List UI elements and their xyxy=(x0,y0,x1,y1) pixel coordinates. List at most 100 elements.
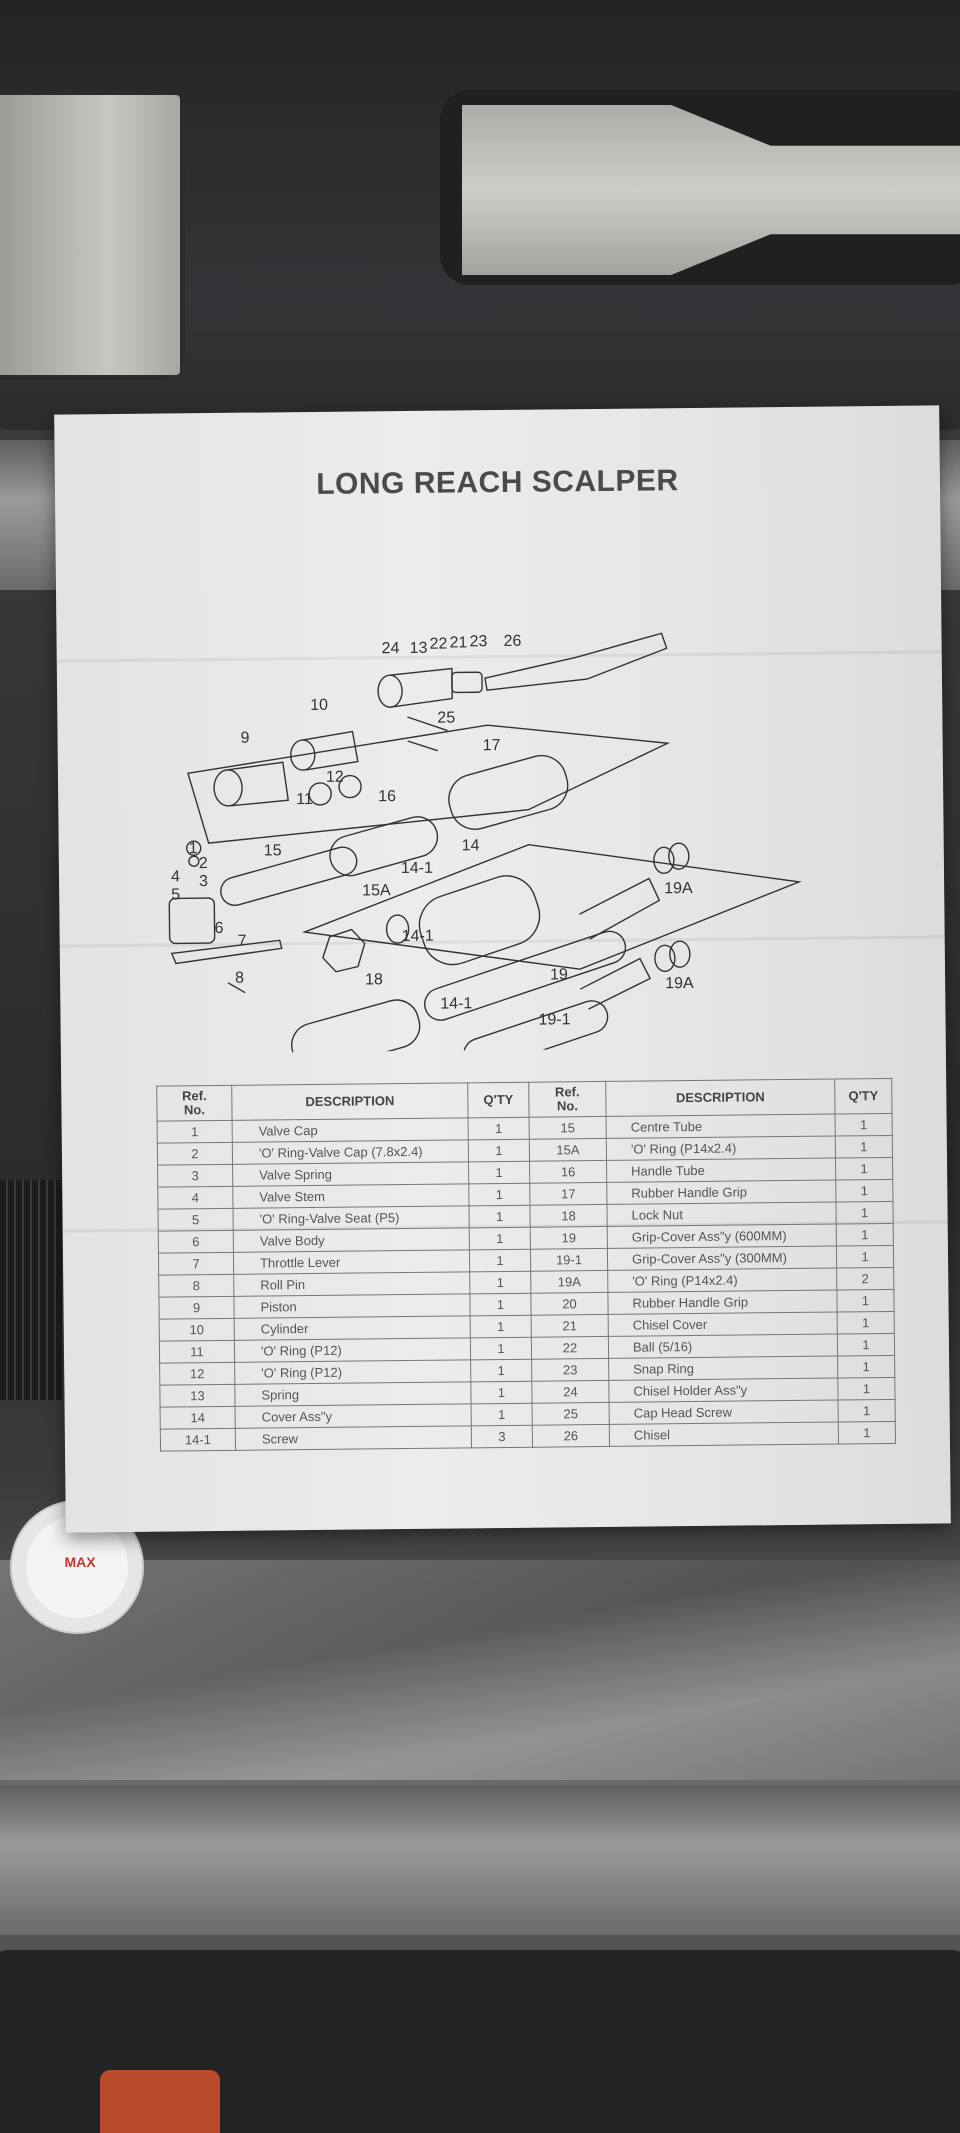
cell-desc: 'O' Ring (P12) xyxy=(234,1337,471,1363)
callout-11: 11 xyxy=(296,791,313,808)
cell-ref: 3 xyxy=(157,1164,233,1188)
cell-ref: 13 xyxy=(159,1384,236,1408)
callout-21: 21 xyxy=(449,634,467,651)
cell-ref: 10 xyxy=(159,1318,235,1342)
cell-desc2: Handle Tube xyxy=(606,1158,836,1183)
callout-14: 14 xyxy=(462,837,480,854)
cell-qty: 1 xyxy=(470,1315,532,1338)
orange-handle xyxy=(100,2070,220,2133)
cell-qty: 1 xyxy=(468,1161,530,1184)
cell-desc2: Chisel Cover xyxy=(608,1312,838,1337)
cell-qty: 1 xyxy=(468,1183,530,1206)
callout-25: 25 xyxy=(437,709,455,726)
callout-1: 1 xyxy=(189,840,198,857)
header-ref-2: Ref.No. xyxy=(528,1081,607,1118)
callout-19a: 19A xyxy=(664,880,693,897)
piston-part xyxy=(213,769,243,807)
callout-26: 26 xyxy=(503,633,521,650)
callout-23: 23 xyxy=(469,633,487,650)
cell-ref: 2 xyxy=(157,1142,233,1166)
cell-ref2: 18 xyxy=(529,1204,608,1228)
cell-desc: Throttle Lever xyxy=(233,1249,470,1275)
cell-ref: 9 xyxy=(158,1296,235,1320)
callout-2: 2 xyxy=(199,855,208,872)
cell-desc2: Lock Nut xyxy=(606,1202,837,1227)
cell-ref2: 25 xyxy=(532,1402,610,1426)
cell-qty2: 1 xyxy=(837,1311,895,1335)
callout-5: 5 xyxy=(171,886,180,903)
callout-3: 3 xyxy=(199,873,208,890)
cell-qty: 1 xyxy=(468,1205,531,1228)
header-description: DESCRIPTION xyxy=(231,1082,469,1121)
cell-desc2: 'O' Ring (P14x2.4) xyxy=(606,1136,836,1161)
cell-ref: 5 xyxy=(157,1208,234,1232)
callout-9: 9 xyxy=(240,730,249,747)
callout-15a: 15A xyxy=(362,882,391,899)
grip-cover-600-part xyxy=(424,930,627,1021)
cell-desc: Valve Stem xyxy=(232,1183,469,1209)
cell-qty2: 1 xyxy=(835,1135,893,1159)
cell-ref2: 19-1 xyxy=(530,1248,608,1272)
header-qty: Q'TY xyxy=(467,1082,530,1118)
o-ring-19a-part xyxy=(653,846,675,875)
cell-desc2: Grip-Cover Ass"y (600MM) xyxy=(607,1224,837,1249)
cell-desc: Valve Cap xyxy=(232,1117,469,1143)
roll-pin-part xyxy=(227,982,246,994)
header-qty-2: Q'TY xyxy=(834,1078,893,1115)
cell-qty: 1 xyxy=(469,1271,531,1294)
cell-qty2: 1 xyxy=(836,1289,895,1313)
cell-ref2: 23 xyxy=(531,1358,609,1382)
cell-ref: 4 xyxy=(157,1186,233,1210)
header-ref: Ref.No. xyxy=(156,1085,233,1122)
cell-desc2: Ball (5/16) xyxy=(608,1334,838,1359)
throttle-lever-part xyxy=(170,939,283,965)
cell-qty: 1 xyxy=(468,1117,530,1140)
instruction-sheet: LONG REACH SCALPER xyxy=(54,405,951,1533)
cell-ref: 1 xyxy=(157,1120,233,1144)
rubber-handle-grip-20-part xyxy=(291,999,421,1055)
cell-desc: Cylinder xyxy=(234,1315,471,1341)
header-description-2: DESCRIPTION xyxy=(605,1079,836,1117)
document-title: LONG REACH SCALPER xyxy=(316,464,679,501)
cover-assy-part xyxy=(418,875,541,966)
cell-qty: 3 xyxy=(471,1425,533,1448)
chisel-part xyxy=(484,632,668,691)
chisel-holder-part xyxy=(377,674,403,708)
cell-desc2: Cap Head Screw xyxy=(609,1400,839,1425)
cell-desc2: Centre Tube xyxy=(606,1114,836,1139)
cell-ref2: 26 xyxy=(532,1424,610,1448)
callout-20: 20 xyxy=(356,1053,374,1054)
cell-desc: 'O' Ring-Valve Seat (P5) xyxy=(232,1205,470,1231)
callout-13: 13 xyxy=(410,640,428,657)
cell-ref2: 15A xyxy=(529,1138,607,1162)
cell-desc: 'O' Ring-Valve Cap (7.8x2.4) xyxy=(232,1139,469,1165)
valve-body-part xyxy=(168,897,216,945)
cell-qty2: 1 xyxy=(837,1377,896,1401)
cell-ref2: 19A xyxy=(530,1270,608,1294)
cell-desc: Valve Spring xyxy=(232,1161,469,1187)
callout-22: 22 xyxy=(430,636,448,653)
cell-ref: 6 xyxy=(158,1230,234,1254)
cell-ref2: 17 xyxy=(529,1182,607,1206)
brand-logo-text: MAX xyxy=(64,1554,96,1570)
callout-7: 7 xyxy=(238,933,247,950)
cell-desc2: 'O' Ring (P14x2.4) xyxy=(607,1268,837,1293)
callout-24: 24 xyxy=(382,640,400,657)
rubber-handle-grip-part xyxy=(448,754,569,830)
cell-desc2: Chisel Holder Ass"y xyxy=(608,1378,839,1403)
cell-desc: Roll Pin xyxy=(233,1271,470,1297)
callout-19a-b: 19A xyxy=(665,975,694,992)
cell-ref2: 19 xyxy=(530,1226,608,1250)
cell-qty2: 1 xyxy=(835,1179,893,1203)
cell-qty2: 1 xyxy=(835,1113,893,1137)
callout-14-1b: 14-1 xyxy=(402,928,434,945)
cell-desc2: Grip-Cover Ass"y (300MM) xyxy=(607,1246,837,1271)
cell-qty: 1 xyxy=(471,1403,533,1426)
lock-nut-part xyxy=(322,928,366,973)
cell-desc2: Rubber Handle Grip xyxy=(607,1290,838,1315)
o-ring-part xyxy=(308,782,332,806)
callout-19: 19 xyxy=(550,966,568,983)
cell-qty: 1 xyxy=(470,1337,532,1360)
